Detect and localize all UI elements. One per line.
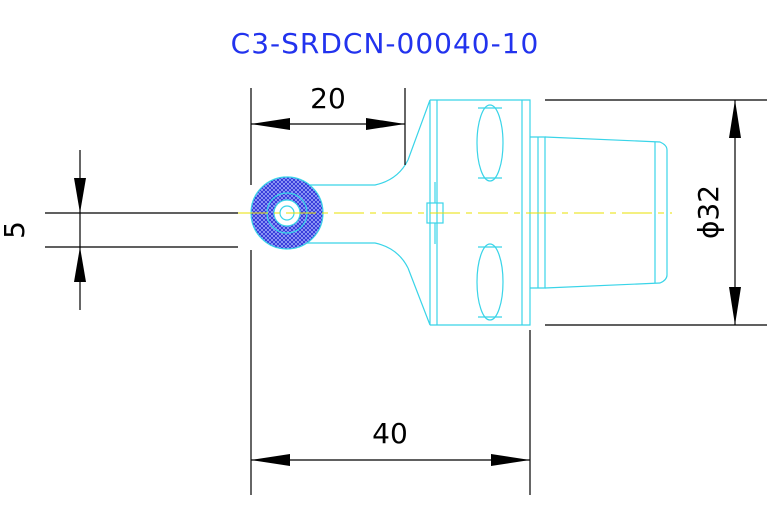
dimension-diameter: ϕ32 [545, 99, 767, 326]
dimension-top-length: 20 [250, 82, 406, 185]
dimension-bottom-length: 40 [250, 250, 531, 495]
dimension-bottom-length-label: 40 [372, 417, 408, 450]
dimension-insert-offset-label: 5 [0, 221, 31, 239]
dimension-insert-offset: 5 [0, 150, 238, 310]
drawing-title: C3-SRDCN-00040-10 [231, 27, 540, 60]
dimension-top-length-label: 20 [310, 82, 346, 115]
dimension-diameter-label: ϕ32 [692, 185, 725, 239]
